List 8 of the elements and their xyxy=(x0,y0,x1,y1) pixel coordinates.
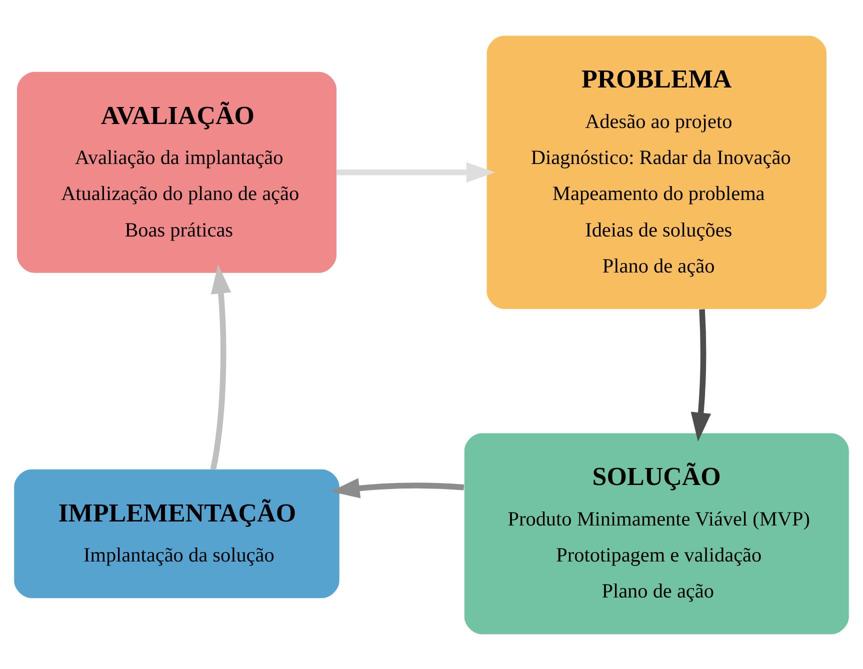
arrow xyxy=(336,162,496,182)
arrow xyxy=(690,308,711,442)
node-box: SOLUÇÃO Produto Minimamente Viável (MVP) Prototipagem e validação Plano de ação xyxy=(464,432,849,634)
node-box: AVALIAÇÃO Avaliação da implantação Atualização do plano de ação Boas práticas xyxy=(17,71,336,272)
node-box: IMPLEMENTAÇÃO Implantação da solução xyxy=(14,468,340,598)
arrow xyxy=(330,478,464,498)
arrow xyxy=(210,264,232,470)
node-box: PROBLEMA Adesão ao projeto Diagnóstico: Radar da Inovação Mapeamento do problema Ideias de soluções Plano de ação xyxy=(486,35,826,308)
